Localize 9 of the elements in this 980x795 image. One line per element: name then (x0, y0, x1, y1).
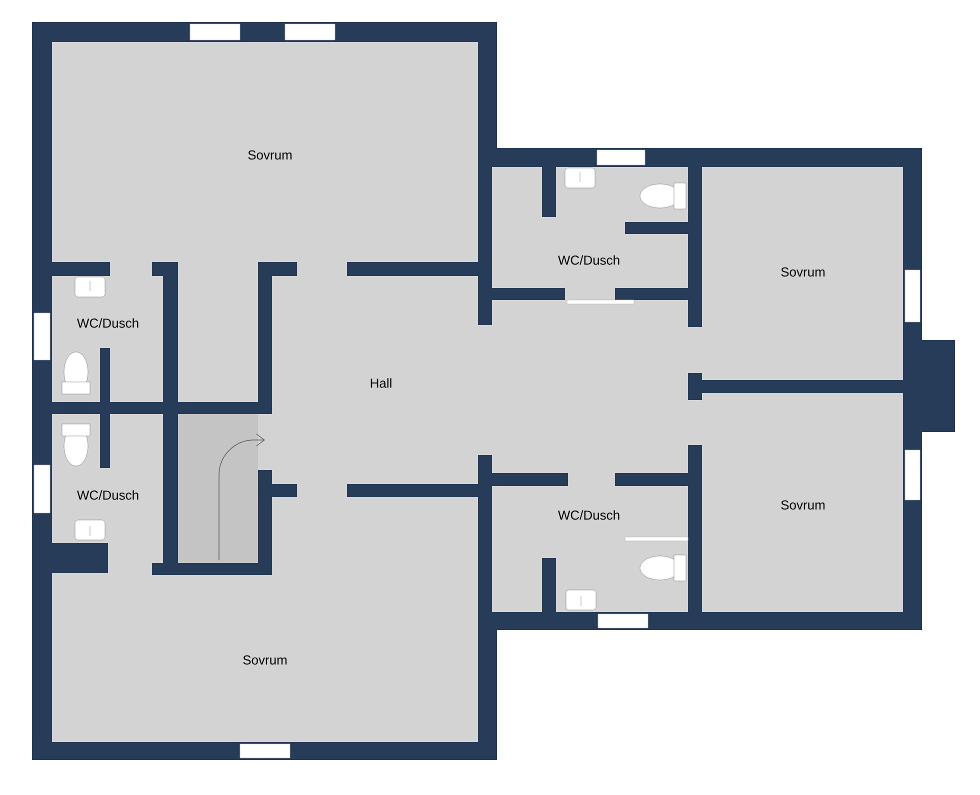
room-label: Sovrum (248, 150, 292, 160)
room-label: WC/Dusch (558, 255, 620, 265)
room-label: Sovrum (781, 500, 825, 510)
room-label: Sovrum (781, 267, 825, 277)
room-label: Hall (370, 378, 392, 388)
room-label: WC/Dusch (77, 318, 138, 328)
room-label: WC/Dusch (77, 490, 138, 500)
room-label: WC/Dusch (558, 510, 620, 520)
room-label: Sovrum (243, 655, 287, 665)
